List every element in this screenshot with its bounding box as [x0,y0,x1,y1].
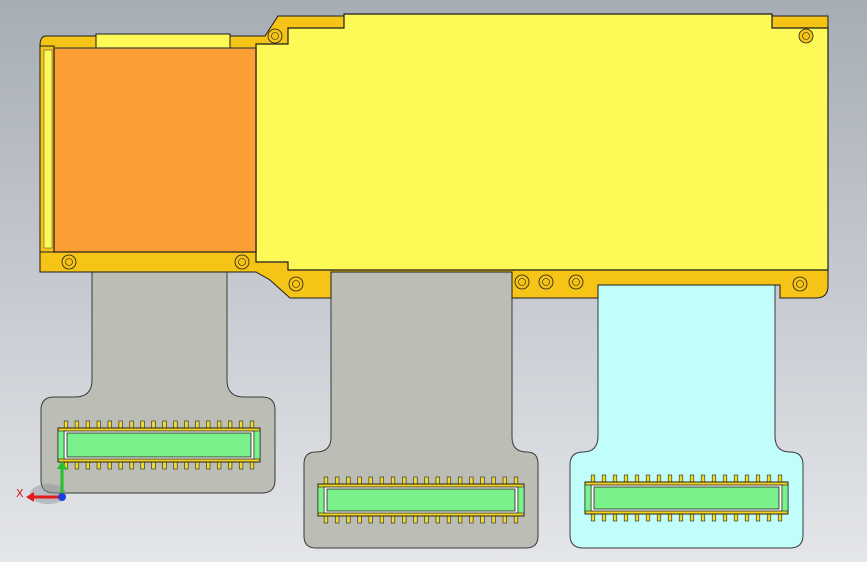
mounting-hole [792,276,808,292]
mounting-hole-bore [572,278,580,286]
mounting-hole-bore [238,258,246,266]
mounting-hole-bore [271,32,279,40]
mounting-hole-bore [542,278,550,286]
mounting-holes [61,28,814,292]
connector-plug [326,488,516,512]
connector-middle[interactable] [317,476,525,524]
triad-shadow [30,484,66,504]
connector-left[interactable] [57,420,261,470]
mounting-hole-bore [518,278,526,286]
connector-latch [781,484,789,512]
connector-latch [317,486,325,514]
mounting-hole-bore [796,280,804,288]
mounting-hole-bore [65,258,73,266]
triad-x-label: X [16,487,24,500]
connector-latch [584,484,592,512]
mounting-hole-bore [292,280,300,288]
bezel-inner [43,49,53,249]
connector-plug [593,486,780,510]
mounting-hole-bore [802,32,810,40]
connector-latch [517,486,525,514]
triad-x-arrow [26,492,34,502]
connector-latch [253,430,261,460]
triad-z-axis [58,493,66,501]
triad-y-arrow [57,461,67,469]
connector-plug [66,432,252,458]
orientation-triad: X [16,461,67,504]
mounting-hole [267,28,283,44]
mounting-hole [798,28,814,44]
mounting-hole [234,254,250,270]
mounting-hole [288,276,304,292]
mounting-hole [61,254,77,270]
main-housing[interactable] [255,13,829,271]
flex-cable-middle[interactable] [303,271,539,549]
flex-cable-right[interactable] [569,271,804,549]
mounting-hole [568,274,584,290]
mounting-hole [538,274,554,290]
connector-latch [57,430,65,460]
connector-right[interactable] [584,474,789,522]
mounting-hole [514,274,530,290]
image-sensor[interactable] [53,47,257,253]
